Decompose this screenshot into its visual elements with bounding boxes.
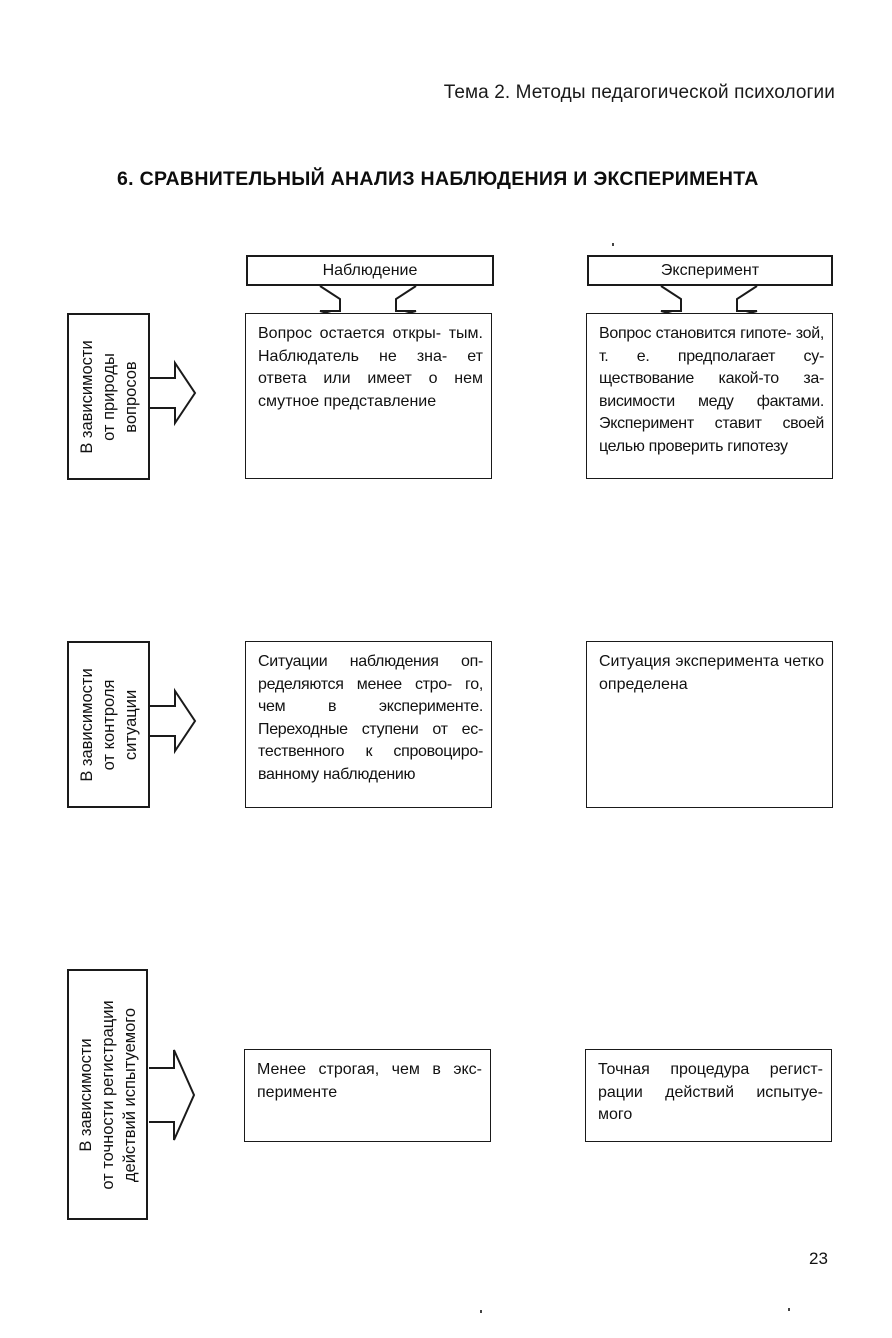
row-label-nature-of-questions: В зависимости от природы вопросов: [67, 313, 150, 480]
scan-speck: [612, 243, 614, 246]
row-label-text: В зависимости от контроля ситуации: [77, 667, 140, 782]
column-header-experiment: Эксперимент: [587, 255, 833, 286]
page-number: 23: [809, 1249, 828, 1268]
cell-experiment-row2: Ситуация эксперимента четко определена: [586, 641, 833, 808]
cell-observation-row1: Вопрос остается откры- тым. Наблюдатель …: [245, 313, 492, 479]
row-label-text: В зависимости от природы вопросов: [77, 339, 140, 454]
right-arrow-row3: [149, 1049, 196, 1141]
cell-observation-row2: Ситуации наблюдения оп- ределяются менее…: [245, 641, 492, 808]
row-label-registration-accuracy: В зависимости от точности регистрации де…: [67, 969, 148, 1220]
cell-observation-row3: Менее строгая, чем в экс- перименте: [244, 1049, 491, 1142]
right-arrow-row1: [149, 359, 197, 427]
right-arrow-row2: [149, 687, 197, 755]
row-label-situation-control: В зависимости от контроля ситуации: [67, 641, 150, 808]
cell-experiment-row3: Точная процедура регист- рации действий …: [585, 1049, 832, 1142]
running-head: Тема 2. Методы педагогической психологии: [443, 82, 835, 103]
column-header-experiment-label: Эксперимент: [660, 261, 760, 279]
page-title: 6. СРАВНИТЕЛЬНЫЙ АНАЛИЗ НАБЛЮДЕНИЯ И ЭКС…: [117, 168, 759, 190]
scan-speck: [480, 1310, 482, 1313]
row-label-text: В зависимости от точности регистрации де…: [76, 999, 139, 1190]
column-header-observation: Наблюдение: [246, 255, 494, 286]
scan-speck: [788, 1308, 790, 1311]
cell-experiment-row1: Вопрос становится гипоте- зой, т. е. пре…: [586, 313, 833, 479]
column-header-observation-label: Наблюдение: [322, 261, 418, 279]
